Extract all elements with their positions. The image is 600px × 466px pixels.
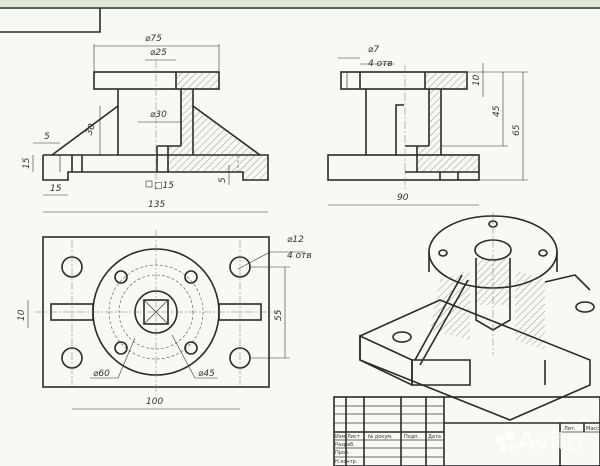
dim-inner-circle: ⌀45: [198, 369, 215, 379]
tb-label-lit: Лит.: [564, 426, 576, 432]
watermark-dot-icon: [505, 431, 515, 441]
corner-stamp-box: [0, 8, 101, 33]
dim-bore-inner: ⌀30: [150, 110, 167, 120]
tb-label-developer: Разраб.: [335, 442, 355, 448]
dim-lower-step: 15: [50, 184, 62, 194]
avito-watermark: Avito: [496, 427, 583, 457]
tb-label-date: Дата: [428, 434, 441, 440]
isometric-view: [359, 212, 595, 421]
dim-base-height: 15: [22, 157, 32, 169]
dim-height-inner: 45: [492, 105, 502, 117]
tb-label-doc: № докум.: [368, 434, 393, 440]
dim-spacing-h: 100: [146, 397, 163, 407]
tb-label-checker: Пров.: [335, 450, 350, 456]
dim-square: □15: [154, 181, 174, 191]
dim-slot: 10: [17, 309, 27, 321]
dim-bolt-circle: ⌀60: [93, 369, 110, 379]
title-block: Изм Лист № докум. Подп. Дата Разраб. Про…: [333, 396, 600, 466]
dim-corner-hole: ⌀12: [287, 235, 304, 245]
dim-flange: 10: [472, 74, 482, 86]
dim-rib: 30: [85, 122, 98, 136]
watermark-dot-icon: [499, 444, 507, 452]
tb-label-sign: Подп.: [404, 434, 420, 440]
side-view: ⌀7 4 отв 10 45 65 90: [327, 45, 528, 206]
front-view: ⌀75 ⌀25 ⌀30 30 5 15 15 □15 5 135: [22, 34, 269, 213]
top-view: ⌀12 4 отв 10 55 ⌀60 ⌀45 100: [17, 230, 312, 410]
dim-top-diameter: ⌀75: [145, 34, 162, 44]
watermark-dot-icon: [509, 444, 515, 450]
watermark-text: Avito: [518, 427, 583, 457]
dim-spacing-v: 55: [274, 309, 284, 321]
watermark-dot-icon: [496, 436, 504, 444]
dim-height-total: 65: [512, 124, 522, 136]
dim-hole: ⌀7: [368, 45, 379, 55]
tb-label-ncontrol: Н.контр.: [335, 459, 358, 465]
dim-hole-count: 4 отв: [368, 59, 393, 69]
dim-corner-count: 4 отв: [287, 251, 312, 261]
tb-label-mass: Масса: [586, 426, 600, 432]
dim-left-offset: 5: [44, 132, 50, 142]
dim-width: 90: [397, 193, 409, 203]
dim-bore-top: ⌀25: [150, 48, 167, 58]
tb-label-list: Лист: [347, 434, 360, 440]
tb-label-izm: Изм: [335, 434, 345, 440]
dim-overall-length: 135: [148, 200, 165, 210]
dim-step-right: 5: [218, 177, 228, 183]
top-band: [0, 0, 600, 7]
